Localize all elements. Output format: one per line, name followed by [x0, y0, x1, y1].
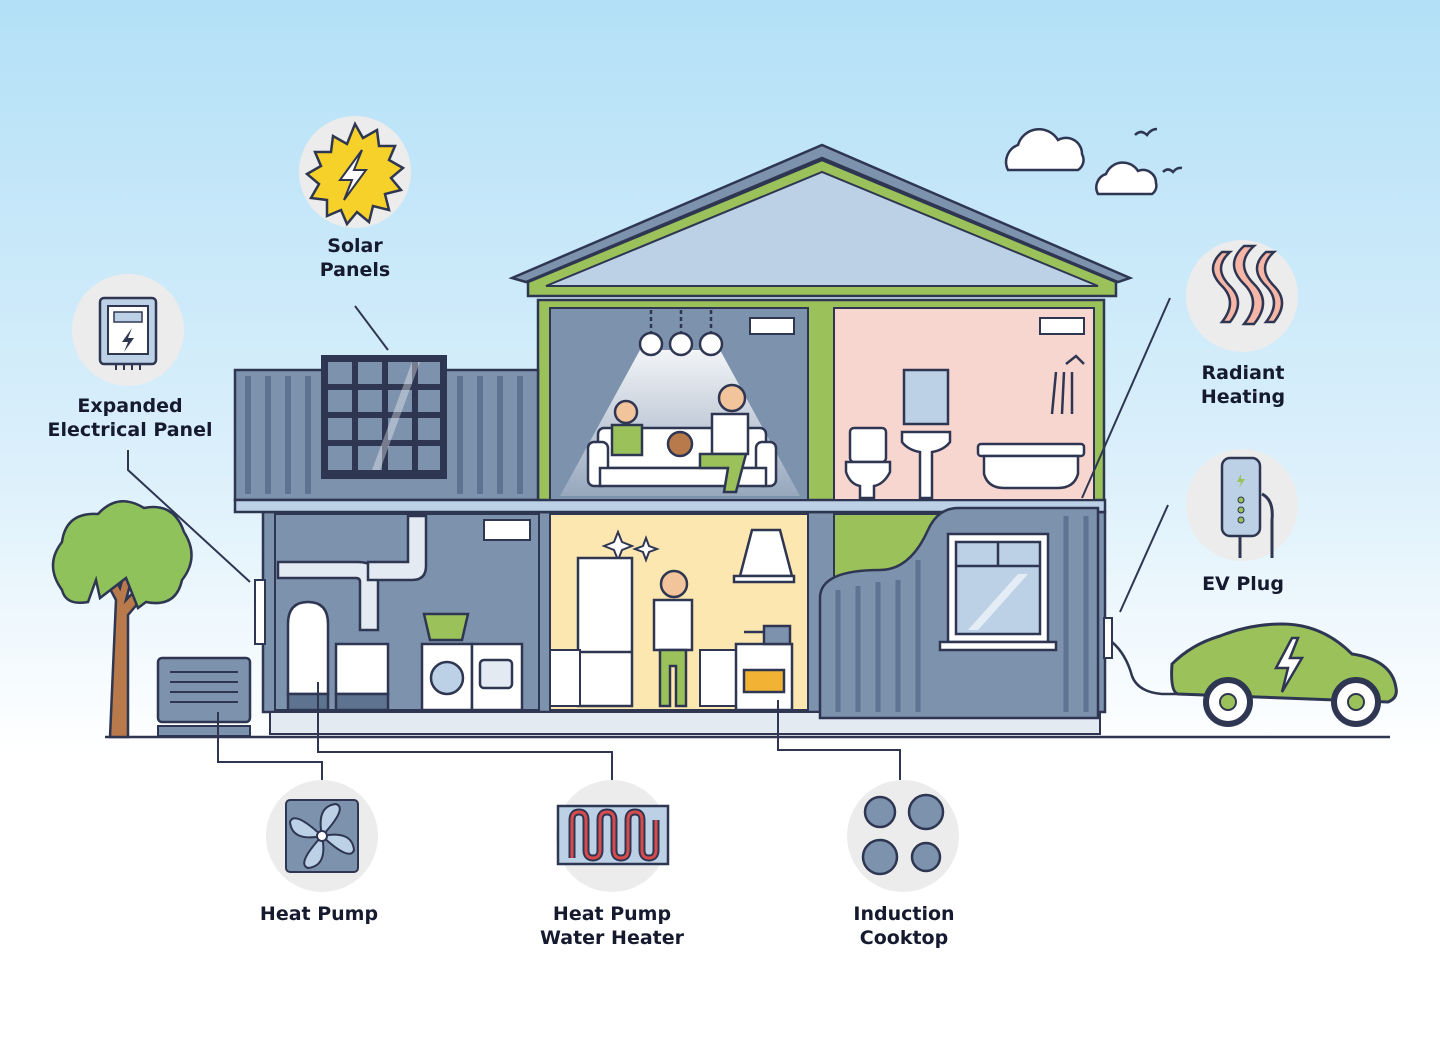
- ev-plug-badge: [1186, 449, 1298, 561]
- expanded-electrical-panel-label: Expanded Electrical Panel: [47, 395, 213, 441]
- heat-pump-label: Heat Pump: [259, 903, 379, 925]
- birds: [1134, 127, 1183, 174]
- solar-panel: [321, 355, 447, 479]
- heat-pump-water-heater-label: Heat Pump Water Heater: [539, 903, 684, 949]
- range-hood: [732, 528, 796, 584]
- clouds: [1004, 128, 1158, 196]
- radiant-heating-badge: [1186, 240, 1298, 352]
- toilet: [844, 426, 892, 500]
- heat-pump-badge: [266, 780, 378, 892]
- bathtub: [976, 354, 1086, 490]
- roof: [508, 143, 1134, 284]
- wall-electrical-panel: [254, 579, 266, 645]
- sink: [900, 430, 952, 500]
- induction-cooktop-label: Induction Cooktop: [853, 903, 955, 949]
- water-heater-badge: [556, 780, 670, 892]
- family: [610, 383, 750, 494]
- washer-dryer: [420, 612, 524, 712]
- radiant-heating-label: Radiant Heating: [1200, 362, 1286, 408]
- leader-lines: [127, 297, 1171, 780]
- heat-pump-unit: [156, 656, 252, 737]
- wall-outlet: [1103, 617, 1113, 659]
- induction-cooktop-badge: [847, 780, 959, 892]
- window: [938, 532, 1058, 652]
- tree: [51, 500, 193, 739]
- solar-panels-badge: [299, 116, 411, 228]
- house: [233, 143, 1134, 735]
- fridge: [576, 556, 634, 708]
- person-cooking: [652, 569, 694, 708]
- solar-panels-label: Solar Panels: [319, 235, 391, 281]
- pendant-lights: [638, 310, 724, 357]
- stove: [734, 624, 794, 712]
- pipes: [276, 514, 428, 632]
- electrical-panel-badge: [72, 274, 184, 386]
- electric-car: [1111, 622, 1398, 727]
- ev-plug-label: EV Plug: [1202, 573, 1284, 595]
